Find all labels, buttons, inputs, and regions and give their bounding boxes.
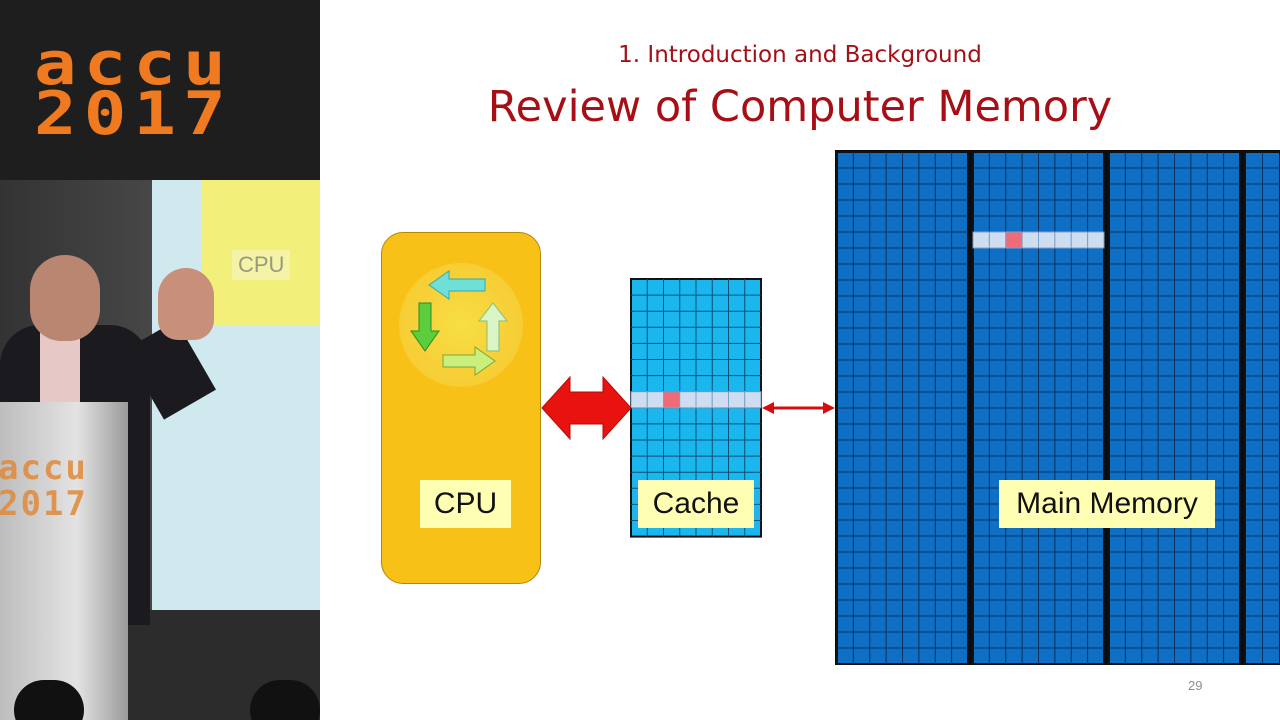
speaker-video: CPU accu 2017 [0,180,320,720]
cache-highlighted-row-cell [646,391,664,409]
cache-highlighted-row-cell [744,391,762,409]
memory-highlighted-row-cell [1087,231,1105,249]
main-memory-grid [835,150,1280,665]
cache-highlighted-row-cell [711,391,729,409]
memory-highlighted-row-cell [988,231,1007,249]
logo-year: 2017 [34,79,233,149]
cache-highlighted-cell [663,391,681,409]
audience-head [14,680,84,720]
cpu-block [381,232,541,584]
cache-highlighted-row-cell [728,391,746,409]
conference-logo: accu 2017 [0,0,320,180]
cache-highlighted-row-cell [695,391,713,409]
memory-highlighted-row-cell [1054,231,1072,249]
podium-logo-year: 2017 [0,484,88,524]
podium-logo-word: accu [0,448,88,488]
memory-highlighted-cell [1005,231,1023,249]
thin-double-arrow-icon [762,402,835,414]
double-headed-arrow-icon [541,375,632,441]
memory-highlighted-row-cell [1038,231,1056,249]
slide-page-number: 29 [1188,678,1203,693]
logo-word: accu [34,29,233,99]
cache-highlighted-row-cell [679,391,697,409]
cycle-arrows-icon [410,270,509,376]
speaker-head [30,255,100,341]
speaker-hand [158,268,214,340]
slide-title: Review of Computer Memory [487,82,1113,132]
podium [0,402,128,720]
audience-head [250,680,320,720]
cpu-label: CPU [420,480,511,528]
cache-label: Cache [638,480,754,528]
cache-highlighted-row-cell [630,391,648,409]
speaker-video-panel: accu 2017 CPU accu 2017 [0,0,320,720]
main-memory-label: Main Memory [999,480,1215,528]
memory-highlighted-row-cell [972,231,990,249]
memory-highlighted-row-cell [1070,231,1089,249]
presentation-slide: 1. Introduction and Background Review of… [320,0,1280,720]
projected-cpu-label: CPU [232,250,291,280]
slide-section-heading: 1. Introduction and Background [618,42,982,68]
memory-highlighted-row-cell [1021,231,1039,249]
